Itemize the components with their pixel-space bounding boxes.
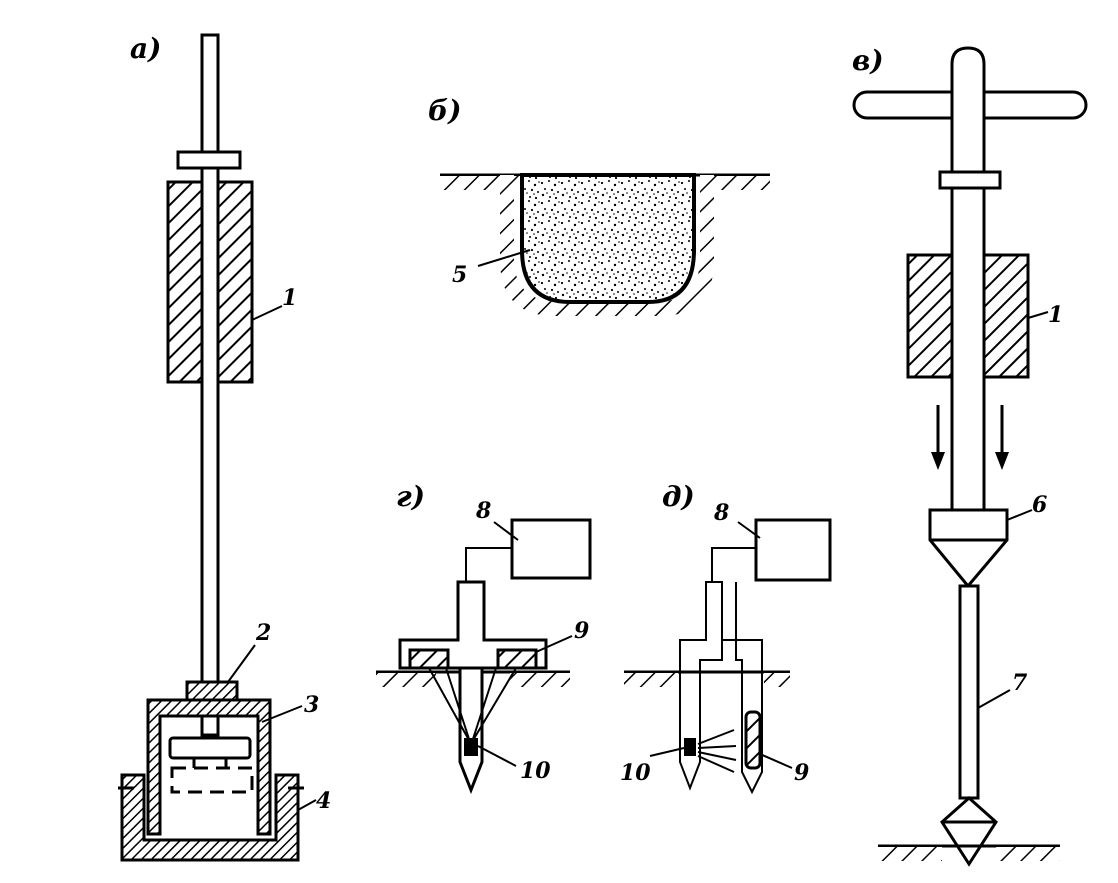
ray-4 [697, 755, 735, 773]
arrow-right-head [995, 452, 1009, 470]
leader-1-v [1027, 311, 1049, 319]
callout-1-a: 1 [282, 285, 297, 311]
probe-head-g [398, 580, 548, 670]
device-box-8-g [510, 518, 592, 580]
ground-hatch-v-left [878, 847, 942, 861]
soil-sample-5 [520, 173, 696, 304]
callout-1-v: 1 [1048, 302, 1063, 328]
rays-d [697, 729, 737, 773]
callout-9-d: 9 [794, 760, 809, 786]
down-arrows [931, 405, 1009, 470]
callout-6: 6 [1032, 492, 1047, 518]
device-box-8-d [754, 518, 832, 582]
rod-a [200, 33, 220, 737]
callout-8-d: 8 [713, 500, 729, 526]
ray-1 [697, 729, 735, 745]
collar-a [176, 150, 242, 170]
weight-right-a [216, 180, 254, 384]
callout-2: 2 [255, 620, 271, 646]
piston-plate [168, 736, 252, 760]
leader-10-d [649, 747, 685, 757]
leader-5 [477, 249, 531, 267]
panel-g: г) 8 9 10 [376, 480, 592, 795]
sensor-right-9 [496, 648, 538, 670]
leader-10-g [477, 745, 517, 767]
ground-hatch-b-right [700, 176, 770, 190]
ground-hatch-d-left [624, 673, 678, 687]
cylinder-3 [146, 698, 272, 836]
panel-b-label: б) [428, 94, 461, 127]
panel-d: д) 8 10 9 [620, 480, 832, 795]
collar-v [938, 170, 1002, 190]
panel-g-label: г) [396, 480, 425, 513]
panel-d-label: д) [662, 480, 695, 513]
weight-left-v [906, 253, 954, 379]
panel-a-label: а) [130, 32, 161, 65]
guide-nut [185, 680, 239, 702]
callout-3: 3 [304, 692, 319, 718]
probe-right-d [721, 582, 763, 795]
callout-9-g: 9 [574, 618, 589, 644]
leader-8-d [737, 521, 761, 539]
leader-4 [297, 799, 317, 811]
detector-9-d [744, 710, 762, 770]
leader-9-d [759, 753, 793, 769]
panel-a: а) 1 2 3 4 [118, 32, 331, 862]
leader-1-a [251, 305, 283, 321]
callout-10-d: 10 [620, 760, 651, 786]
source-10-g [464, 738, 478, 756]
callout-4: 4 [316, 788, 331, 814]
pit-wall-hatch [500, 175, 714, 316]
panel-b: б) 5 [428, 94, 770, 316]
callout-10-g: 10 [520, 758, 551, 784]
weight-left-a [166, 180, 204, 384]
sensor-left-9 [408, 648, 450, 670]
panel-v: в) 1 6 7 [852, 44, 1088, 867]
container-4 [120, 773, 300, 862]
callout-5: 5 [452, 262, 467, 288]
leader-6 [1006, 509, 1033, 521]
leader-3 [261, 705, 303, 723]
ray-2 [697, 745, 737, 749]
anvil-6 [928, 508, 1009, 589]
callout-8-g: 8 [475, 498, 491, 524]
leader-9-g [535, 635, 573, 653]
panel-v-label: в) [852, 44, 884, 77]
callout-7: 7 [1012, 670, 1028, 696]
ground-hatch-v-right [996, 847, 1060, 861]
source-10-d [684, 738, 696, 756]
weight-right-v [982, 253, 1030, 379]
ray-3 [697, 751, 737, 761]
cone-tip [940, 795, 998, 867]
leader-7 [977, 689, 1011, 709]
ground-hatch-g-left [376, 673, 436, 687]
rod-v [950, 46, 986, 512]
sample-dashed [170, 766, 254, 794]
rod-7 [958, 584, 980, 800]
leader-2 [227, 644, 256, 683]
cable-g [465, 547, 512, 582]
cable-d [711, 547, 756, 582]
probe-rod-g [458, 666, 484, 795]
leader-8-g [493, 521, 519, 541]
ground-hatch-d-right [764, 673, 790, 687]
arrow-left-head [931, 452, 945, 470]
ground-hatch-g-right [510, 673, 570, 687]
